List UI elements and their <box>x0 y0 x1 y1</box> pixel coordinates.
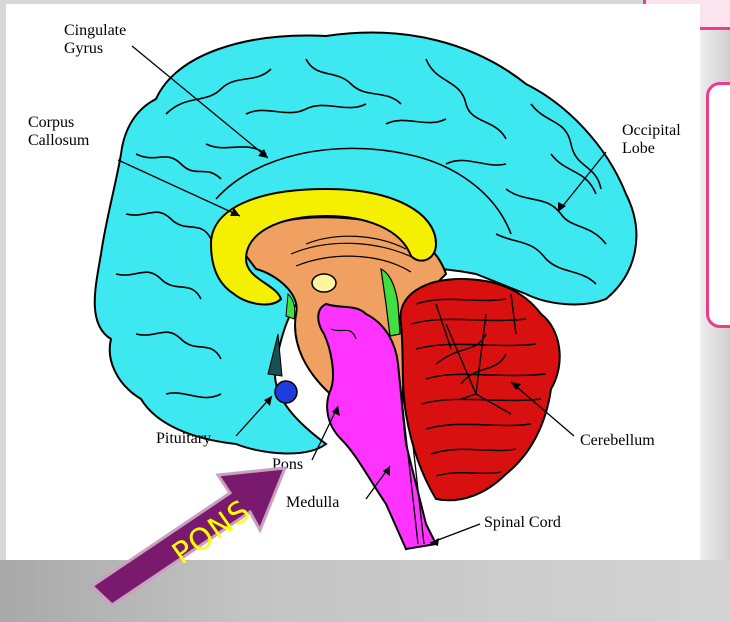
label-cingulate-gyrus: Cingulate Gyrus <box>64 22 126 58</box>
brain-illustration <box>6 4 700 560</box>
background-bottom <box>0 560 730 622</box>
slide-box-decoration <box>706 82 730 328</box>
pituitary <box>275 381 297 403</box>
label-cerebellum: Cerebellum <box>580 432 655 450</box>
label-pituitary: Pituitary <box>156 430 211 448</box>
label-corpus-callosum: Corpus Callosum <box>28 114 89 150</box>
label-pons: Pons <box>272 456 303 474</box>
label-medulla: Medulla <box>286 494 339 512</box>
cerebellum <box>400 279 559 500</box>
brain-diagram: Cingulate Gyrus Corpus Callosum Occipita… <box>6 4 700 560</box>
label-occipital-lobe: Occipital Lobe <box>622 122 681 158</box>
label-spinal-cord: Spinal Cord <box>484 514 561 532</box>
thalamus <box>312 274 336 292</box>
